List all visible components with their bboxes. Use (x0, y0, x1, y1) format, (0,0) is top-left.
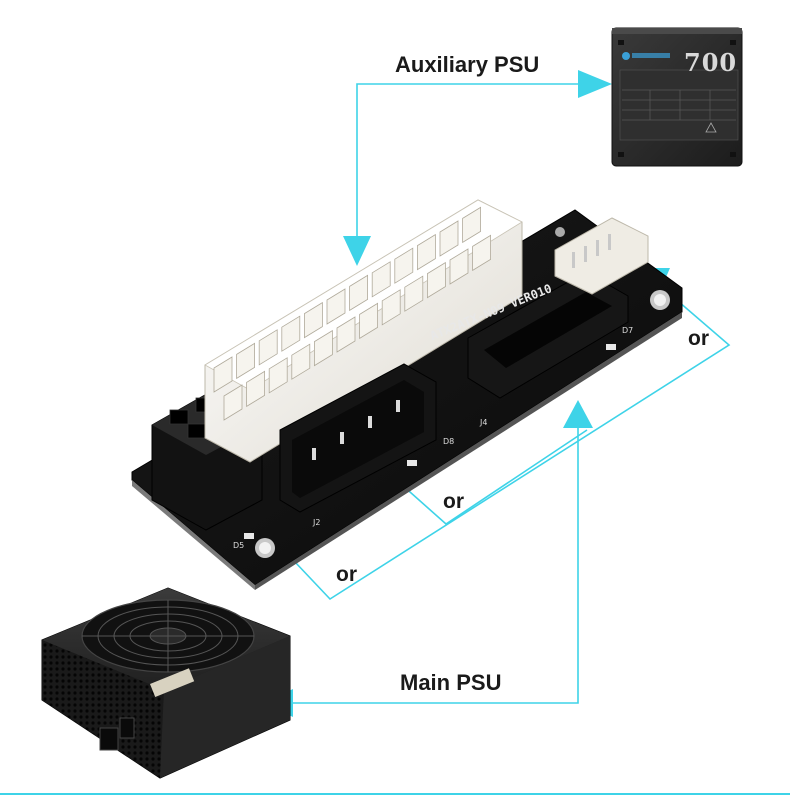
warning-icon (705, 122, 717, 133)
atx-pin-cell (394, 247, 414, 284)
fan-grille-icon (81, 599, 255, 673)
atx-pin-cell (359, 302, 379, 340)
aux-psu-wattage: 700 (684, 48, 738, 77)
molex-4pin-connector (279, 363, 437, 513)
silk-d7: D7 (622, 326, 634, 335)
adapter-board (131, 199, 683, 590)
or-label-middle: or (443, 490, 464, 513)
silk-d5: D5 (233, 541, 245, 550)
atx-pin-cell (246, 370, 266, 408)
atx-pin-cell (349, 274, 369, 312)
power-inlet (99, 727, 119, 751)
atx-pin-cell (291, 343, 311, 380)
led-d7 (606, 344, 616, 350)
psu-side-vent (42, 640, 164, 778)
atx-pin-cell (213, 356, 233, 393)
aux-link-line (356, 83, 585, 250)
auxiliary-psu-label: Auxiliary PSU (395, 52, 540, 77)
atx-pin-cell (236, 342, 256, 380)
atx-pin-cell (313, 329, 333, 367)
arrow-down-to-board (343, 236, 371, 266)
or-bracket-mid (391, 429, 588, 526)
atx-pin-cell (439, 220, 459, 257)
main-psu-label: Main PSU (400, 670, 502, 695)
main-link-line (292, 415, 579, 704)
atx-pin-cell (449, 248, 469, 285)
atx-pin-cell (472, 234, 492, 272)
led-d5 (244, 533, 254, 539)
atx-pin-grid (213, 206, 492, 421)
atx-pin-cell (303, 301, 323, 339)
led-d8 (407, 460, 417, 466)
brand-logo-icon (622, 52, 630, 60)
fan-4pin-connector (554, 217, 649, 295)
power-switch (119, 717, 135, 739)
atx-pin-cell (336, 316, 356, 353)
silk-d8: D8 (443, 437, 455, 446)
or-label-left: or (336, 563, 357, 586)
atx-pin-cell (404, 275, 424, 312)
or-label-right: or (688, 327, 709, 350)
connection-lines (259, 83, 731, 704)
silk-j4: J4 (480, 418, 488, 427)
main-psu-image (41, 587, 291, 779)
arrow-to-aux-psu (578, 70, 612, 98)
atx-pin-cell (223, 384, 243, 421)
atx-pin-cell (381, 289, 401, 326)
atx-pin-cell (258, 329, 278, 366)
atx-pin-cell (326, 288, 346, 325)
atx-pin-cell (426, 261, 446, 299)
aux-label-panel (619, 69, 739, 141)
atx-pin-cell (268, 357, 288, 394)
atx-pin-cell (416, 233, 436, 271)
atx-pin-cell (462, 206, 482, 244)
atx-pin-cell (281, 315, 301, 352)
silk-j2: J2 (313, 518, 321, 527)
atx-pin-cell (371, 261, 391, 298)
auxiliary-psu-image (611, 27, 743, 167)
arrow-up-sata (563, 400, 593, 428)
psu-spec-label (150, 668, 195, 697)
